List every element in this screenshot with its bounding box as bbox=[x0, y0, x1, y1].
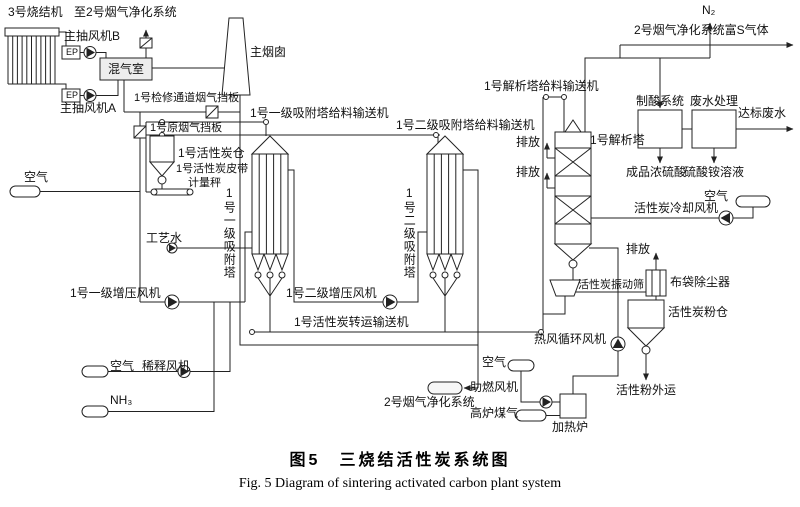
vent-mid-label: 排放 bbox=[516, 165, 541, 179]
main-fan-a-symbol bbox=[83, 80, 119, 102]
cooling-fan-symbol bbox=[591, 195, 771, 226]
bf-gas-label: 高炉煤气 bbox=[470, 406, 519, 420]
powder-silo-label: 活性炭粉仓 bbox=[668, 305, 729, 319]
regen-conveyor-label: 1号解析塔给料输送机 bbox=[484, 79, 599, 93]
tower-stage2-label: 1号二级吸附塔 bbox=[402, 186, 417, 279]
regen-tower-label: 1号解析塔 bbox=[590, 133, 645, 147]
qualified-wastewater-label: 达标废水 bbox=[738, 106, 787, 120]
main-stack-shape bbox=[221, 17, 251, 96]
bf-gas-capsule bbox=[515, 409, 560, 422]
booster-fan-1-label: 1号一级增压风机 bbox=[70, 286, 161, 300]
carbon-silo-label: 1号活性炭仓 bbox=[178, 146, 245, 160]
air-inlet-left-capsule bbox=[9, 185, 140, 198]
acid-plant-label: 制酸系统 bbox=[636, 94, 685, 108]
adsorber-tower-2-shape bbox=[425, 135, 465, 332]
bag-filter-label: 布袋除尘器 bbox=[670, 275, 731, 289]
heating-furnace-label: 加热炉 bbox=[552, 420, 589, 434]
transfer-conveyor-label: 1号活性炭转运输送机 bbox=[294, 315, 409, 329]
sinter-machine-shape bbox=[4, 27, 67, 89]
air-combustion-label: 空气 bbox=[482, 355, 507, 369]
tower-stage1-label: 1号一级吸附塔 bbox=[222, 186, 237, 279]
main-fan-a-label: 主抽风机A bbox=[60, 101, 117, 115]
bypass-damper-symbol bbox=[139, 29, 153, 58]
ammonium-sulfate-label: 硫酸铵溶液 bbox=[684, 165, 745, 179]
figure-caption-zh: 图5 三烧结活性炭系统图 bbox=[289, 452, 511, 469]
conveyor-stage2-label: 1号二级吸附塔给料输送机 bbox=[396, 118, 535, 132]
vibrating-screen-shape bbox=[543, 279, 646, 315]
nh3-capsule bbox=[81, 302, 215, 418]
belt-scale-shape bbox=[150, 188, 194, 196]
hot-air-fan-symbol bbox=[572, 247, 626, 394]
booster-fan-2-symbol bbox=[288, 169, 427, 310]
rich-s-gas-label: 2号烟气净化系统富S气体 bbox=[634, 23, 769, 37]
air-left-label: 空气 bbox=[24, 170, 49, 184]
booster-fan-1-symbol bbox=[140, 231, 252, 310]
air-dilution-label: 空气 bbox=[110, 359, 135, 373]
vibrating-screen-label: 活性炭振动筛 bbox=[578, 279, 644, 291]
combustion-fan-label: 助燃风机 bbox=[470, 380, 519, 394]
product-acid-label: 成品浓硫酸 bbox=[626, 165, 687, 179]
diagram-canvas bbox=[4, 17, 794, 422]
dilution-fan-label: 稀释风机 bbox=[142, 359, 191, 373]
bag-filter-shape bbox=[645, 252, 667, 300]
sinter-machine-label: 3号烧结机 bbox=[8, 5, 63, 19]
ep-bottom-label: EP bbox=[66, 90, 79, 100]
main-stack-label: 主烟囱 bbox=[250, 45, 287, 59]
n2-label: N₂ bbox=[702, 3, 716, 17]
adsorber-tower-1-shape bbox=[250, 135, 290, 332]
wastewater-box bbox=[682, 109, 794, 164]
combustion-fan-symbol bbox=[507, 359, 560, 409]
regen-gas-lines bbox=[584, 22, 794, 132]
powder-silo-shape bbox=[626, 299, 666, 381]
process-water-label: 工艺水 bbox=[146, 231, 183, 245]
maintenance-damper-label: 1号检修通道烟气挡板 bbox=[134, 92, 240, 104]
acid-plant-box bbox=[637, 109, 683, 164]
regen-tower-shape bbox=[553, 119, 593, 280]
mixing-chamber-box bbox=[99, 57, 226, 112]
raw-gas-damper-label: 1号原烟气挡板 bbox=[150, 122, 223, 134]
raw-gas-damper-symbol bbox=[133, 125, 147, 139]
clean-gas-outlet-capsule bbox=[427, 169, 479, 395]
process-water-pump-symbol bbox=[166, 242, 252, 254]
vent-bag-label: 排放 bbox=[626, 242, 651, 256]
to-no2-top-label: 至2号烟气净化系统 bbox=[74, 5, 177, 19]
carbon-silo-shape bbox=[148, 135, 176, 189]
heating-furnace-box bbox=[559, 393, 587, 419]
ep-top-label: EP bbox=[66, 47, 79, 57]
main-fan-b-label: 主抽风机B bbox=[64, 29, 121, 43]
flue-gas-lines bbox=[124, 95, 478, 346]
powder-out-label: 活性粉外运 bbox=[616, 383, 677, 397]
ep-boxes bbox=[61, 45, 84, 103]
cooling-fan-label: 活性炭冷却风机 bbox=[634, 201, 719, 215]
figure-caption-en: Fig. 5 Diagram of sintering activated ca… bbox=[238, 476, 562, 491]
hot-air-fan-label: 热风循环风机 bbox=[534, 332, 607, 346]
main-fan-b-symbol bbox=[83, 46, 107, 59]
dilution-fan-symbol bbox=[81, 302, 231, 378]
belt-scale-label-1: 1号活性炭皮带 bbox=[176, 163, 249, 175]
nh3-label: NH₃ bbox=[110, 393, 133, 407]
feed-conveyor-lines bbox=[145, 119, 440, 193]
mixing-chamber-label: 混气室 bbox=[108, 62, 145, 76]
maintenance-damper-symbol bbox=[205, 105, 219, 119]
conveyor-stage1-label: 1号一级吸附塔给料输送机 bbox=[250, 106, 389, 120]
belt-scale-label-2: 计量秤 bbox=[188, 177, 221, 189]
transfer-conveyor-lines bbox=[249, 94, 567, 335]
vent-top-label: 排放 bbox=[516, 135, 541, 149]
vent-arrows bbox=[544, 142, 555, 189]
air-cooling-label: 空气 bbox=[704, 189, 729, 203]
wastewater-label: 废水处理 bbox=[690, 94, 739, 108]
booster-fan-2-label: 1号二级增压风机 bbox=[286, 286, 377, 300]
to-no2-bottom-label: 2号烟气净化系统 bbox=[384, 395, 475, 409]
